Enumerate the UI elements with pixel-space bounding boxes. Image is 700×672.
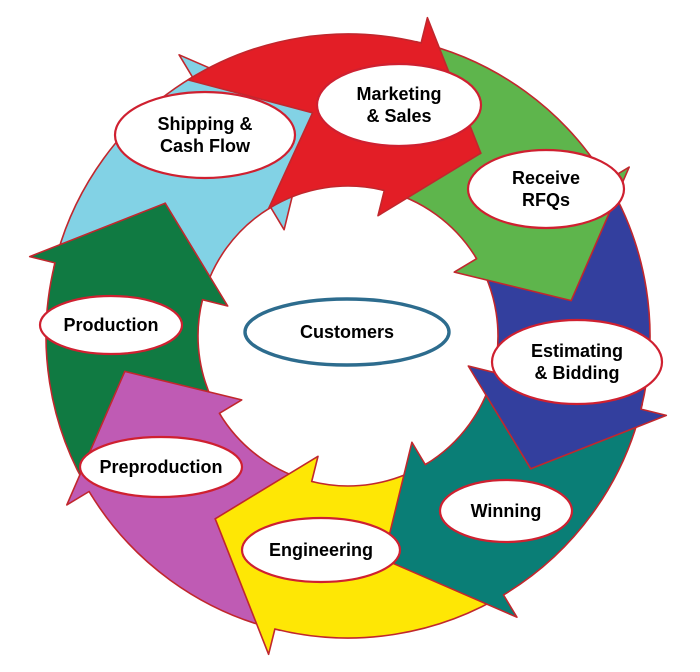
label-ellipse-shipping-cashflow (113, 90, 297, 180)
arrow-preproduction (66, 370, 316, 632)
label-winning: Winning (471, 501, 542, 521)
label-estimating-bidding: Estimating& Bidding (531, 341, 623, 383)
label-ellipse-engineering (240, 516, 402, 584)
label-ellipse-estimating-bidding (490, 318, 664, 406)
label-engineering: Engineering (269, 540, 373, 560)
label-ellipse-preproduction (78, 435, 244, 499)
label-customers: Customers (300, 322, 394, 342)
label-ellipse-marketing-sales (315, 62, 483, 148)
label-marketing-sales: Marketing& Sales (356, 84, 441, 126)
label-ellipse-production (38, 294, 184, 356)
label-ellipse-winning (438, 478, 574, 544)
label-preproduction: Preproduction (99, 457, 222, 477)
label-production: Production (64, 315, 159, 335)
label-ellipse-receive-rfqs (466, 148, 626, 230)
label-shipping-cashflow: Shipping &Cash Flow (158, 114, 253, 156)
center-ellipse-customers (243, 297, 451, 367)
